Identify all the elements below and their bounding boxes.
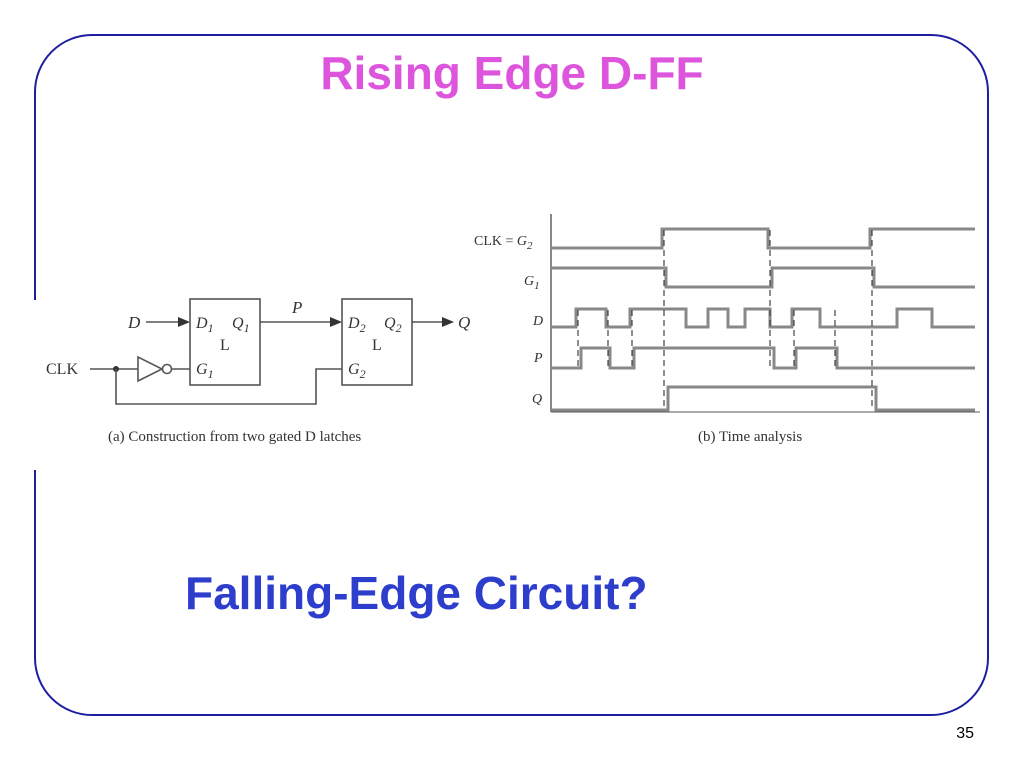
slide-title: Rising Edge D-FF: [320, 47, 704, 99]
d-arrow: [178, 317, 190, 327]
latch-1-name: L: [220, 337, 230, 354]
latch-2-q-label: Q2: [384, 315, 402, 335]
latch-2-g-label: G2: [348, 361, 366, 381]
d-signal-label: D: [532, 314, 543, 329]
input-d-label: D: [127, 313, 141, 332]
p-signal-label: P: [533, 351, 543, 366]
input-clk-label: CLK: [46, 361, 78, 378]
circuit-caption: (a) Construction from two gated D latche…: [108, 429, 361, 445]
timing-diagram: CLK = G2 G1 D P Q (b) Time analysis: [474, 214, 980, 445]
g1-waveform: [551, 266, 975, 289]
latch-1-box: [189, 298, 261, 386]
latch-2-box: [341, 298, 413, 386]
d-waveform: [551, 307, 975, 329]
q-waveform: [551, 385, 975, 412]
frame-gap: [30, 300, 40, 470]
latch-1-q-label: Q1: [232, 315, 250, 335]
clk-g2-label: CLK = G2: [474, 234, 533, 252]
inverter-icon: [137, 355, 164, 383]
q-arrow: [442, 317, 454, 327]
clk-waveform: [551, 227, 975, 250]
latch-2-name: L: [372, 337, 382, 354]
p-waveform: [551, 346, 975, 370]
q-signal-label: Q: [532, 392, 542, 407]
output-q-label: Q: [458, 313, 470, 332]
slide-subtitle: Falling-Edge Circuit?: [185, 567, 648, 619]
slide-number: 35: [956, 725, 974, 742]
latch-1-g-label: G1: [196, 361, 214, 381]
p-arrow: [330, 317, 342, 327]
g1-label: G1: [524, 274, 540, 292]
latch-1-d-label: D1: [195, 315, 214, 335]
timing-caption: (b) Time analysis: [698, 429, 802, 445]
g2-wire: [115, 368, 342, 405]
p-wire-label: P: [291, 298, 302, 317]
inverter-bubble: [161, 363, 173, 375]
circuit-diagram: D D1 Q1 L G1 P D2 Q2 L G2 Q CLK (a) Cons…: [46, 298, 470, 445]
latch-2-d-label: D2: [347, 315, 366, 335]
